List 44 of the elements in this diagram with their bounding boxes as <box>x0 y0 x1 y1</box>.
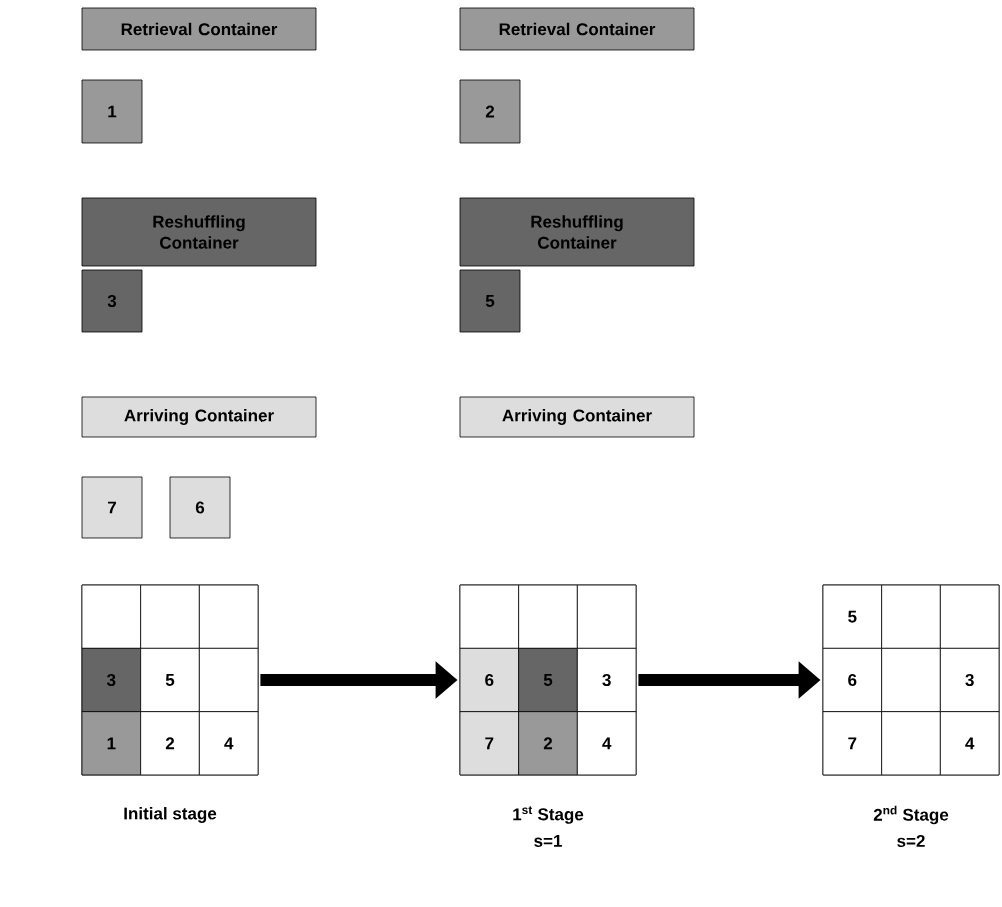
label-box: Arriving Container <box>459 396 695 438</box>
grid-cell: 2 <box>518 711 578 776</box>
container-box: 5 <box>459 269 521 333</box>
container-box: 1 <box>81 79 143 144</box>
grid-cell: 4 <box>198 711 259 776</box>
stage-caption: s=1 <box>534 835 562 847</box>
grid-cell: 7 <box>459 711 520 776</box>
grid-cell: 5 <box>140 647 200 713</box>
grid-cell: 3 <box>576 647 637 713</box>
grid-cell <box>939 584 1000 649</box>
container-box: 3 <box>81 269 143 333</box>
grid-cell <box>518 584 578 649</box>
grid-cell <box>140 584 200 649</box>
label-box: Retrieval Container <box>81 7 317 51</box>
grid-cell: 7 <box>822 711 883 776</box>
stage-caption: Initial stage <box>124 807 217 823</box>
grid-cell: 4 <box>939 711 1000 776</box>
grid-cell: 6 <box>459 647 520 713</box>
grid-cell <box>881 647 941 713</box>
container-box: 6 <box>169 476 231 539</box>
grid-cell <box>881 711 941 776</box>
grid-cell <box>198 584 259 649</box>
stage-caption: s=2 <box>897 835 925 847</box>
grid-cell: 4 <box>576 711 637 776</box>
container-box: 7 <box>81 476 143 539</box>
grid-cell: 1 <box>81 711 142 776</box>
grid-cell: 3 <box>81 647 142 713</box>
grid-cell <box>198 647 259 713</box>
grid-cell: 5 <box>822 584 883 649</box>
label-box: Retrieval Container <box>459 7 695 51</box>
stage-caption: 1$^{st}$ Stage <box>513 806 584 824</box>
grid-cell <box>81 584 142 649</box>
label-box: Arriving Container <box>81 396 317 438</box>
grid-cell <box>459 584 520 649</box>
grid-cell: 5 <box>518 647 578 713</box>
grid-cell: 6 <box>822 647 883 713</box>
label-box: Reshuffling Container <box>459 197 695 267</box>
container-box: 2 <box>459 79 521 144</box>
grid-cell: 3 <box>939 647 1000 713</box>
label-box: Reshuffling Container <box>81 197 317 267</box>
stage-caption: 2$^{nd}$ Stage <box>873 805 949 825</box>
grid-cell <box>881 584 941 649</box>
grid-cell: 2 <box>140 711 200 776</box>
grid-cell <box>576 584 637 649</box>
